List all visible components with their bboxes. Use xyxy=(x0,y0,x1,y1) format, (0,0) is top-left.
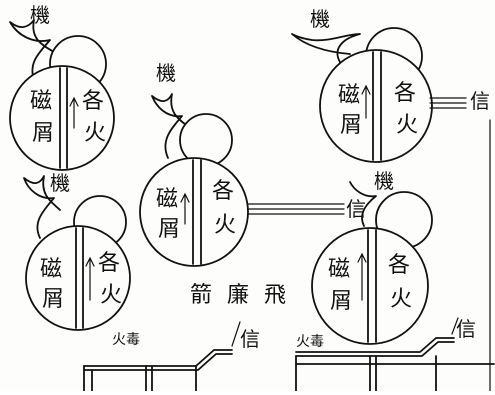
fire-label: 各 xyxy=(212,179,234,204)
fuse-label: 信 xyxy=(456,317,476,341)
magnet-label: 屑 xyxy=(330,289,352,314)
magnet-label: 屑 xyxy=(340,113,362,138)
fire-label: 火 xyxy=(396,113,418,138)
fire-label: 各 xyxy=(98,251,120,276)
smoke-plume xyxy=(349,181,377,227)
device-bottom-left: 機 磁 屑 各 火 xyxy=(23,171,131,331)
arrow-up-icon xyxy=(361,84,371,119)
poison-fire-label: 火毒 xyxy=(296,334,324,350)
smoke-plume xyxy=(291,33,361,63)
smoke-plume xyxy=(151,93,191,159)
magnet-label: 屑 xyxy=(32,121,54,146)
orb-body xyxy=(9,65,115,171)
fuse-line xyxy=(231,321,241,347)
fire-label: 各 xyxy=(388,253,410,278)
magnet-label: 磁 xyxy=(40,257,62,282)
trigger-label: 機 xyxy=(50,171,70,195)
smoke-plume xyxy=(23,175,61,239)
tube-top-edge xyxy=(83,349,233,367)
arrow-up-icon xyxy=(180,192,190,225)
magnet-label: 屑 xyxy=(42,287,64,312)
device-bottom-right: 機 磁 屑 各 火 xyxy=(311,169,433,345)
poison-fire-label: 火毒 xyxy=(112,332,140,348)
arrow-up-icon xyxy=(69,96,79,129)
arrow-up-icon xyxy=(357,252,367,301)
trigger-label: 機 xyxy=(310,7,330,31)
magnet-label: 磁 xyxy=(328,257,350,282)
orb-body xyxy=(25,225,131,331)
device-center: 機 磁 屑 各 火 信 xyxy=(139,61,366,267)
fuse-label: 信 xyxy=(470,89,490,113)
magnet-label: 磁 xyxy=(30,89,52,114)
orb-body xyxy=(139,157,249,267)
launcher-tube-right: 火毒 信 xyxy=(295,317,495,392)
fire-label: 各 xyxy=(394,81,416,106)
trigger-label: 機 xyxy=(30,3,50,27)
fire-label: 火 xyxy=(390,287,412,312)
fuse-line xyxy=(451,317,459,335)
fire-label: 火 xyxy=(214,213,236,238)
tube-top-edge xyxy=(83,353,233,371)
magnet-label: 磁 xyxy=(338,83,360,108)
trigger-label: 機 xyxy=(156,61,176,85)
diagram-caption: 箭 廉 飛 xyxy=(190,283,290,308)
magnet-label: 屑 xyxy=(158,217,180,242)
fuse-label: 信 xyxy=(346,197,366,221)
tube-top-edge xyxy=(295,341,455,357)
device-top-left: 機 磁 屑 各 火 xyxy=(9,3,115,171)
fire-label: 火 xyxy=(84,121,106,146)
tube-top-edge xyxy=(295,337,455,353)
smoke-plume xyxy=(9,19,55,81)
magnet-label: 磁 xyxy=(156,187,178,212)
fuse-label: 信 xyxy=(240,327,260,351)
fire-label: 各 xyxy=(82,89,104,114)
arrow-up-icon xyxy=(85,256,95,301)
fire-label: 火 xyxy=(100,283,122,308)
trigger-label: 機 xyxy=(374,169,394,193)
launcher-tube-left: 火毒 信 xyxy=(83,321,260,392)
orb-body xyxy=(311,227,429,345)
orb-body xyxy=(319,49,433,163)
device-top-right: 機 磁 屑 各 火 信 xyxy=(291,7,490,163)
